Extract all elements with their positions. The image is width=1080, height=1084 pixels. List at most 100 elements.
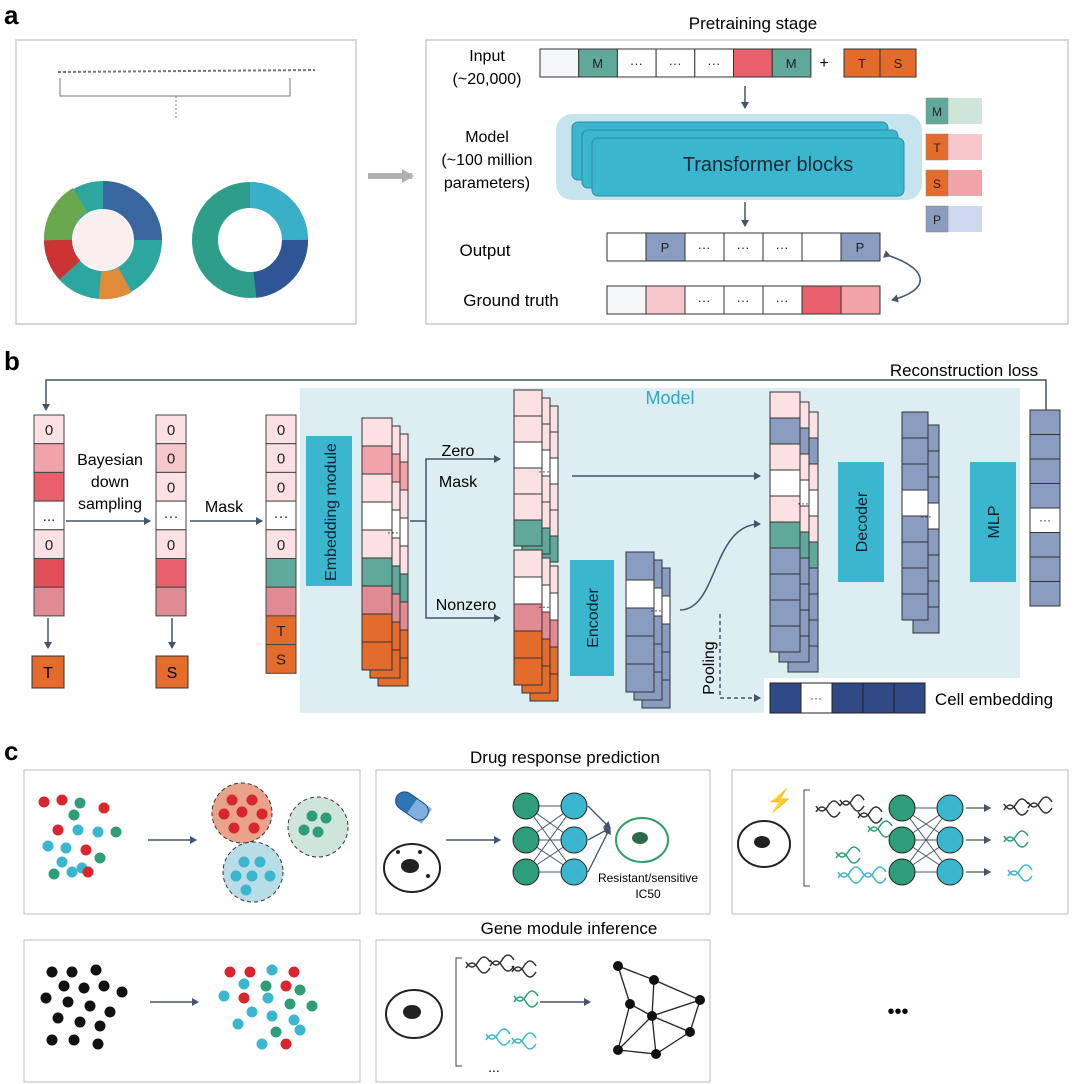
output-token-label: ··· <box>776 240 789 255</box>
embedding-module-box <box>306 436 352 586</box>
col3-value: 0 <box>277 537 285 554</box>
cell-dot-labelled <box>246 1006 258 1018</box>
ground-truth-token-row: ········· <box>606 285 881 315</box>
truth-token <box>723 285 764 315</box>
dna-icon <box>513 996 539 1008</box>
cell-icon-perturb <box>737 820 791 868</box>
graph-edge <box>651 999 701 1017</box>
dna-icon <box>857 812 883 824</box>
s-token <box>155 655 189 689</box>
cell-dot <box>38 796 50 808</box>
col3-cell <box>265 586 297 617</box>
zero-stack-cell <box>513 519 543 547</box>
decoder-input-cell <box>769 417 801 445</box>
encoder-stack-cell <box>625 607 655 637</box>
graph-edge <box>653 979 701 1001</box>
cluster-dot <box>246 794 258 806</box>
cell-embedding-cell <box>862 682 895 714</box>
pooling-arrow <box>719 614 761 702</box>
truth-token-label: ··· <box>698 293 711 308</box>
dna-icon <box>857 806 883 818</box>
cell-dot-labelled <box>260 980 272 992</box>
dna-icon <box>465 962 491 974</box>
input-token-label: ··· <box>630 56 643 71</box>
input-token <box>655 48 696 78</box>
pill-icon <box>395 791 432 824</box>
decoder-output-cell <box>901 463 929 491</box>
network-out-arrow <box>587 827 611 873</box>
dna-icon <box>861 866 887 878</box>
cell-dot <box>74 797 86 809</box>
cell-dot-labelled <box>218 990 230 1002</box>
output-token-label: P <box>661 240 670 255</box>
cluster-dot <box>312 826 324 838</box>
decoder-output-stack: ··· <box>901 411 940 634</box>
dna-icon <box>1003 830 1029 842</box>
cell-dot <box>66 866 78 878</box>
reconstruction-cell <box>1029 434 1061 460</box>
cell-dot <box>80 844 92 856</box>
network-node-hidden <box>936 794 964 822</box>
cell-dot-labelled <box>270 1026 282 1038</box>
input-token-row: M·········M <box>539 48 812 78</box>
unlabelled-cells <box>40 964 128 1050</box>
decoder-output-cell <box>901 593 929 621</box>
zero-token-stack: ··· <box>513 389 559 563</box>
decoder-input-cell <box>769 443 801 471</box>
decoder-input-cell <box>769 391 801 419</box>
decoder-output-cell <box>901 541 929 569</box>
input-token-label: ··· <box>707 56 720 71</box>
col3-cell <box>265 529 297 559</box>
nonzero-stack-cell <box>513 657 543 686</box>
encoder-stack-cell <box>625 551 655 581</box>
cell-dot-unlabelled <box>78 982 90 994</box>
zero-label: Zero <box>442 443 475 460</box>
side-token <box>925 133 949 161</box>
bracket-gene <box>455 957 462 1067</box>
gene-ellipsis: ... <box>488 1059 500 1075</box>
model-size-label: (~100 million <box>441 152 532 169</box>
cell-dot-labelled <box>280 980 292 992</box>
input-token-label: ··· <box>669 56 682 71</box>
bayesian-label-3: sampling <box>78 496 142 513</box>
cell-dot-labelled <box>244 966 256 978</box>
decoder-input-ellipsis: ··· <box>797 496 809 510</box>
cell-dot-labelled <box>280 1038 292 1050</box>
encoder-stack-cell <box>625 579 655 609</box>
network-node-hidden <box>936 858 964 886</box>
cell-dot-labelled <box>232 1018 244 1030</box>
cell-dot-unlabelled <box>74 1016 86 1028</box>
input-token <box>694 48 734 78</box>
cell-icon-gene <box>385 989 443 1039</box>
side-token-label: S <box>933 177 941 191</box>
col3-value: 0 <box>277 451 285 468</box>
s-token-label: S <box>167 665 178 682</box>
dna-icon <box>489 954 515 966</box>
col3-cell <box>265 500 297 531</box>
embedding-cell <box>361 445 393 475</box>
network-edge <box>525 805 575 873</box>
cell-dot-unlabelled <box>52 1012 64 1024</box>
cell-dot-unlabelled <box>116 986 128 998</box>
decoder-input-cell <box>769 599 801 627</box>
output-token-row: P·········P <box>606 232 881 262</box>
network-node-input <box>888 794 916 822</box>
dna-icon <box>835 852 861 864</box>
zero-stack-cell <box>513 467 543 495</box>
encoder-stack-cell <box>625 663 655 693</box>
mlp-box <box>970 462 1016 582</box>
decoder-output-cell <box>901 567 929 595</box>
pooling-label: Pooling <box>701 641 718 694</box>
zero-stack-cell <box>513 389 543 417</box>
more-tasks: ••• <box>887 1001 908 1023</box>
dna-icon <box>1007 864 1033 876</box>
cluster-dot <box>320 812 332 824</box>
extra-token <box>843 48 881 78</box>
cell-dot-unlabelled <box>84 1000 96 1012</box>
side-token-label: T <box>933 141 941 155</box>
reconstruction-cell <box>1029 483 1061 509</box>
graph-edge <box>617 1049 657 1055</box>
cluster-dot <box>264 870 276 882</box>
cluster-dot <box>236 806 248 818</box>
